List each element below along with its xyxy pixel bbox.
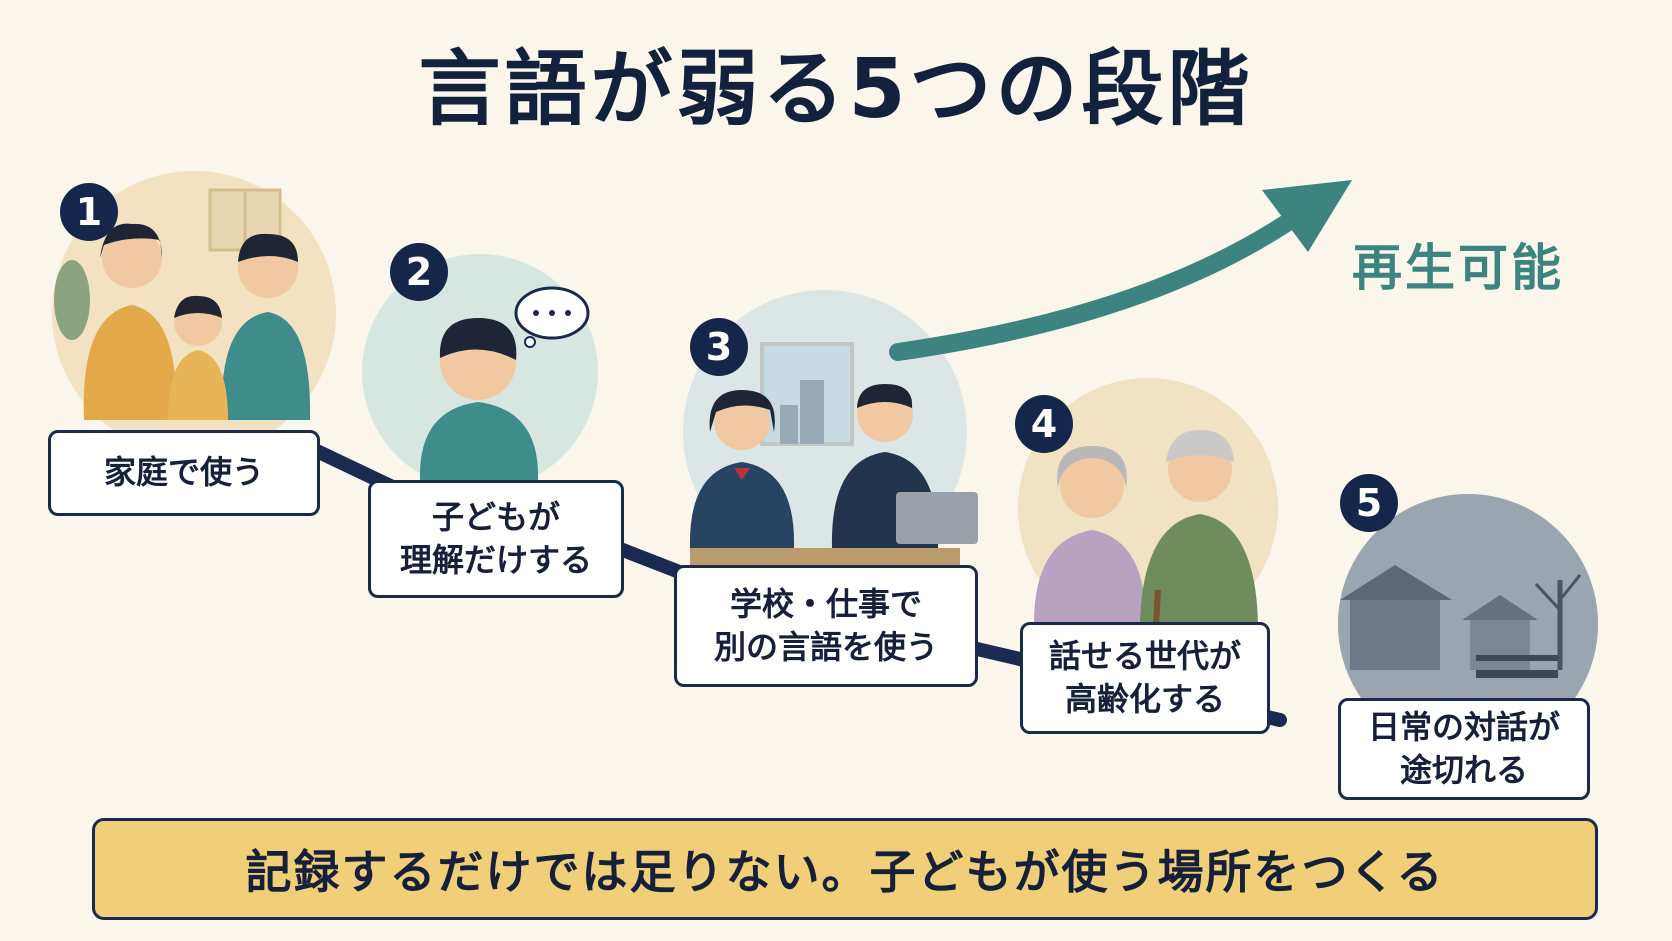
stage-3-number: 3 — [690, 318, 748, 376]
revival-arrowhead — [1262, 180, 1352, 252]
stage3-illustration-school-work — [683, 290, 978, 574]
stage-2-number: 2 — [390, 243, 448, 301]
stage4-illustration-elderly — [1018, 378, 1278, 661]
stage-2-label: 子どもが 理解だけする — [368, 480, 624, 598]
stage-4-label: 話せる世代が 高齢化する — [1020, 622, 1270, 734]
stage-5-label: 日常の対話が 途切れる — [1338, 698, 1590, 800]
stage-1-number: 1 — [60, 183, 118, 241]
stage2-illustration-thinking-child — [362, 254, 598, 490]
bottom-banner: 記録するだけでは足りない。子どもが使う場所をつくる — [92, 818, 1598, 920]
stage-4-number: 4 — [1015, 395, 1073, 453]
revival-label: 再生可能 — [1352, 239, 1564, 297]
stage-5-number: 5 — [1340, 474, 1398, 532]
stage-3-label: 学校・仕事で 別の言語を使う — [674, 565, 978, 687]
stage1-illustration-family — [52, 171, 336, 455]
stage5-illustration-empty-town — [1338, 494, 1598, 754]
revival-arrow — [889, 205, 1309, 361]
page-title: 言語が弱る5つの段階 — [418, 42, 1254, 137]
stage-1-label: 家庭で使う — [48, 430, 320, 516]
